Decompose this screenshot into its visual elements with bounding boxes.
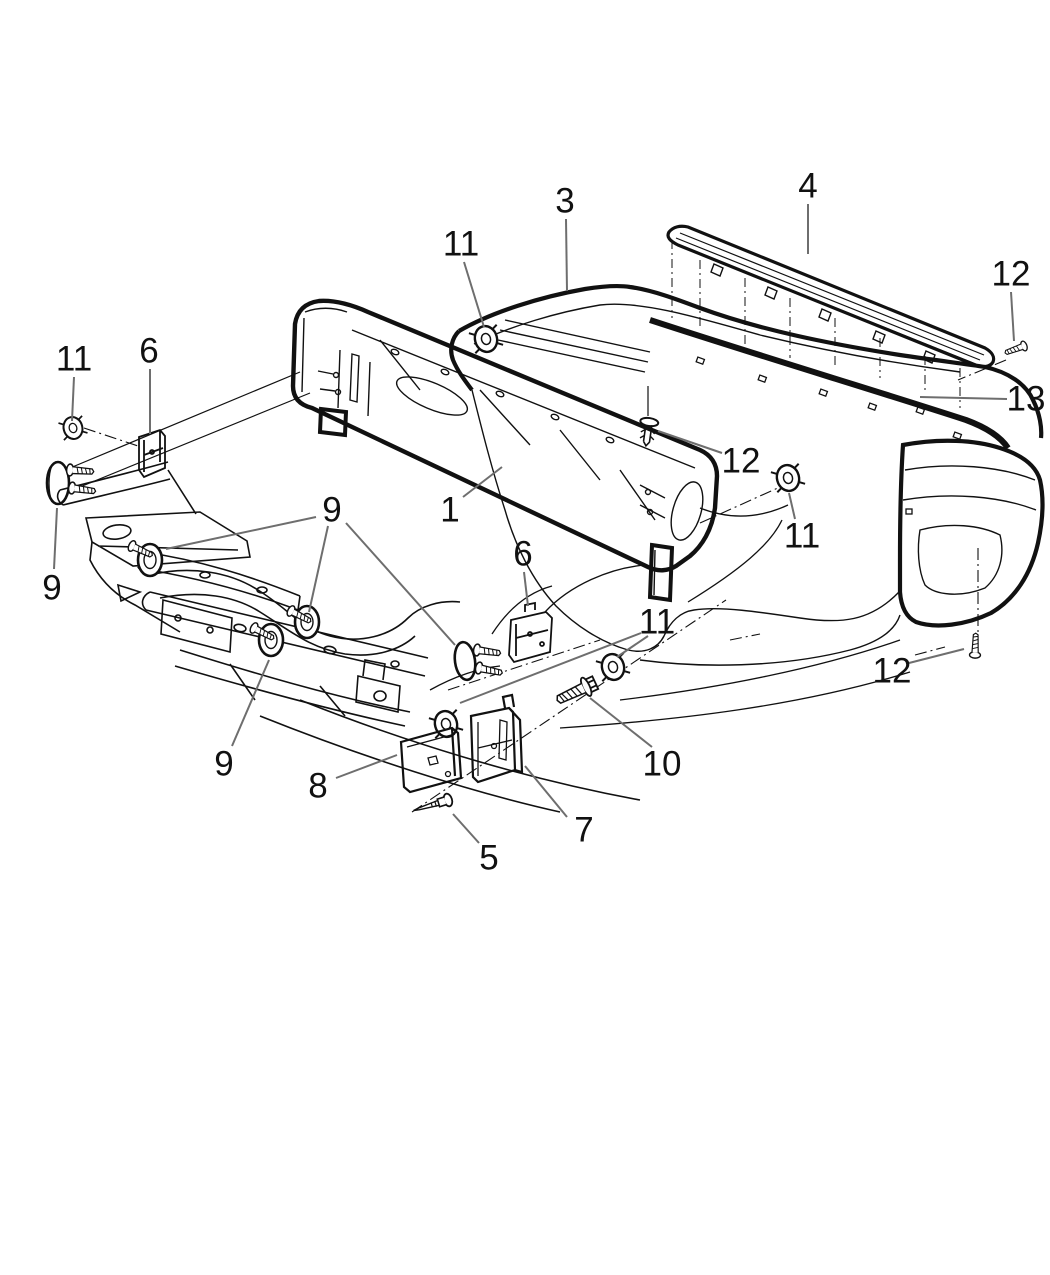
- leader-line-push-clip: [657, 430, 723, 454]
- callout-12-push-clip: 12: [722, 442, 761, 481]
- screw-top-right: [1002, 339, 1030, 359]
- frame-bracket: [160, 598, 233, 654]
- leader-line-nut-right: [788, 492, 796, 520]
- leader-line-grommets: [165, 516, 317, 550]
- bracket-left: [138, 428, 166, 479]
- leader-line-nuts-center: [616, 635, 649, 658]
- leader-line-license-bracket: [335, 754, 398, 779]
- bumper-cover: [449, 283, 1045, 666]
- floor-pan-edge: [149, 569, 461, 640]
- leader-line-nut-left: [71, 376, 75, 422]
- face-bar-right-foot: [647, 542, 675, 603]
- leader-line-bumper-cover: [565, 218, 568, 292]
- leader-line-bumper-face-bar: [462, 466, 503, 498]
- callout-9-grommet-center: 9: [214, 745, 233, 784]
- center-lines: [83, 359, 1007, 813]
- leader-line-push-pin: [452, 813, 480, 844]
- cover-lower-edge: [471, 389, 900, 652]
- callout-7-bracket-support: 7: [574, 811, 593, 850]
- rear-crossmember: [141, 591, 429, 677]
- cover-top-edge: [457, 283, 1044, 439]
- screw-bottom-right: [968, 632, 982, 660]
- nut-top: [466, 321, 506, 357]
- frame-support: [137, 551, 301, 611]
- leader-line-bracket-support: [524, 765, 568, 818]
- callout-12-screw-bottom-right: 12: [873, 652, 912, 691]
- face-bar-left-foot: [317, 406, 349, 438]
- callout-12-screw-top-right: 12: [992, 255, 1031, 294]
- leader-line-rub-strip: [919, 396, 1008, 400]
- step-pad: [666, 224, 996, 408]
- frame-rail-left: [56, 461, 197, 515]
- callout-5-push-pin: 5: [479, 839, 498, 878]
- tow-bracket: [355, 659, 401, 713]
- callout-6-bracket-left: 6: [139, 332, 158, 371]
- callout-11-nut-right: 11: [784, 517, 820, 556]
- step-pad-clips: [710, 263, 936, 364]
- callout-4-step-pad: 4: [798, 167, 817, 206]
- leader-line-nuts-center: [459, 632, 642, 704]
- leader-line-screw-top-right: [1010, 291, 1015, 342]
- hardware: [45, 321, 1030, 818]
- leader-line-screw-bottom-right: [908, 648, 965, 664]
- callout-13-rub-strip: 13: [1007, 380, 1046, 419]
- face-bar-details: [301, 307, 704, 596]
- frame-assembly: [56, 461, 641, 813]
- push-pin: [410, 791, 455, 818]
- hidden-contours: [429, 504, 911, 729]
- bumper-face-bar: [290, 298, 720, 603]
- bracket-right: [508, 601, 553, 664]
- hex-bolt: [552, 672, 601, 711]
- leader-line-support-left: [53, 507, 58, 570]
- leader-line-bracket-right: [523, 571, 529, 607]
- alignment-lines: [69, 371, 649, 490]
- support-left: [45, 460, 98, 506]
- projection-lines: [671, 240, 961, 408]
- bracket-support: [469, 693, 524, 784]
- callout-9-grommets: 9: [322, 491, 341, 530]
- support-center: [453, 640, 505, 682]
- leader-line-grommets: [308, 525, 329, 613]
- leader-line-grommet-center: [231, 659, 270, 747]
- callout-11-nut-top: 11: [443, 225, 479, 264]
- license-bracket: [399, 726, 463, 794]
- callout-9-support-left: 9: [42, 569, 61, 608]
- cover-clip-holes: [695, 356, 963, 441]
- cover-left-edge: [449, 329, 474, 392]
- callout-10-hex-bolt: 10: [643, 745, 682, 784]
- frame-rail-lines: [259, 699, 641, 813]
- leader-line-hex-bolt: [589, 697, 653, 748]
- callout-11-nut-left: 11: [56, 340, 92, 379]
- callout-11-nuts-center: 11: [639, 603, 675, 642]
- callout-3-bumper-cover: 3: [555, 182, 574, 221]
- callout-6-bracket-right: 6: [513, 535, 532, 574]
- leader-line-nut-top: [463, 261, 485, 328]
- cover-end-cap: [897, 438, 1045, 628]
- callout-1-bumper-face-bar: 1: [440, 491, 459, 530]
- nut-center: [593, 649, 633, 685]
- callout-8-license-bracket: 8: [308, 767, 327, 806]
- leader-line-grommets: [345, 522, 456, 646]
- rub-strip: [649, 317, 1011, 450]
